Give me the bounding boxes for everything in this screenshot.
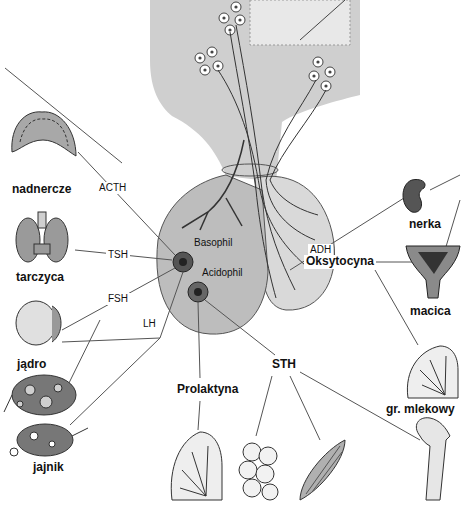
uterus [406,246,460,298]
cell-label: Acidophil [200,267,245,279]
ovary-follicles [12,375,76,415]
femur [416,418,450,500]
basophil-cell [173,252,193,272]
anterior-lobe [157,175,268,334]
tube [72,428,88,436]
muscle [300,440,345,500]
testis [16,301,56,345]
fiber [300,0,345,40]
corpus [10,432,55,456]
organ-label: tarczyca [14,271,66,285]
cell-label: Basophil [192,237,234,249]
adrenal-cortex [20,119,68,146]
organ-label: nadnercze [10,183,73,197]
hormone-label: TSH [106,249,130,261]
organ-label: jądro [15,358,48,372]
hormone-label: Prolaktyna [175,383,240,397]
portal-vessels [182,140,244,230]
breast [407,346,458,398]
neurons [195,2,335,91]
kidney [403,179,425,212]
hormone-label: ADH [308,244,333,256]
organ-label: gr. mlekowy [384,403,457,417]
mammary-ducts [420,356,446,395]
uterine-cavity [418,252,448,274]
hormone-label: FSH [106,293,130,305]
acidophil-cell [188,282,208,302]
hormone-label: LH [141,318,158,330]
mammary-ducts [180,446,208,496]
fat-cells [239,443,278,500]
breast [171,432,222,500]
organ-label: jajnik [31,461,66,475]
thyroid [16,212,68,262]
muscle-fibers [306,446,342,494]
hormone-label: ACTH [97,182,128,194]
hormone-lines [5,68,460,440]
ligament [4,395,12,412]
organ-label: nerka [407,218,443,232]
nucleus [179,258,187,266]
hypothalamus [150,0,360,182]
ventricle [250,0,350,45]
hormone-label: STH [270,358,298,372]
epididymis [52,306,61,342]
nucleus [194,288,202,296]
follicles [17,384,62,408]
ovary [17,424,73,456]
adrenal [12,112,76,156]
organ-label: macica [408,305,453,319]
neuron-nuclei [198,5,331,87]
hormone-label: Oksytocyna [304,255,376,269]
